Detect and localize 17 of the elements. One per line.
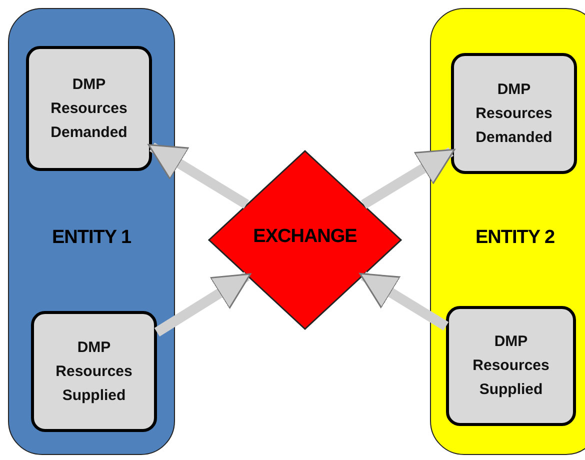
entity-label: ENTITY 2 <box>474 227 556 249</box>
resource-box <box>446 306 576 426</box>
box-label: DMP Resources Demanded <box>474 80 554 148</box>
box-label: DMP Resources Demanded <box>50 74 128 142</box>
exchange-label: EXCHANGE <box>252 226 358 248</box>
box-label: DMP Resources Supplied <box>472 332 550 400</box>
arrow <box>154 272 252 336</box>
entity-panel <box>8 8 175 455</box>
arrow <box>148 142 250 209</box>
entity-panel <box>430 8 585 455</box>
box-label: DMP Resources Supplied <box>54 338 134 406</box>
entity-label: ENTITY 1 <box>50 227 132 249</box>
arrow <box>359 272 449 330</box>
resource-box <box>451 53 577 174</box>
resource-box <box>31 311 157 432</box>
resource-box <box>26 46 152 171</box>
arrow <box>361 147 456 209</box>
